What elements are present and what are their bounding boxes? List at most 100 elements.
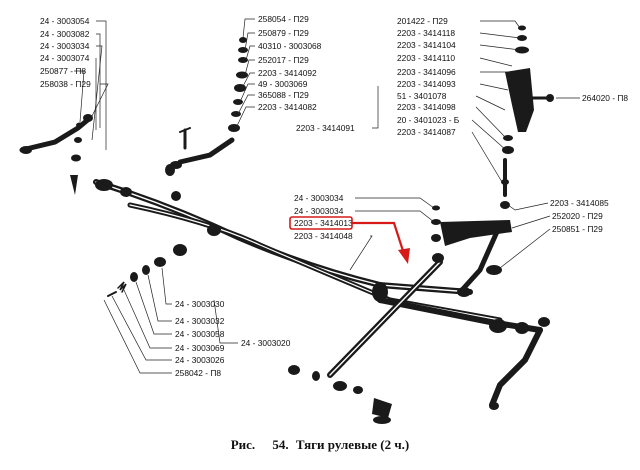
label-r4: 2203 - 3414110 bbox=[397, 53, 455, 63]
label-b5: 24 - 3003026 bbox=[175, 355, 225, 365]
stack-m-3 bbox=[238, 57, 248, 63]
diag-end-washer bbox=[312, 371, 320, 381]
label-r2: 2203 - 3414118 bbox=[397, 28, 455, 38]
steering-linkage-drawing bbox=[19, 25, 554, 424]
label-r1: 201422 - П29 bbox=[397, 16, 448, 26]
label-l1: 24 - 3003054 bbox=[40, 16, 90, 26]
label-rr1: 2203 - 3414085 bbox=[550, 198, 609, 208]
label-b4: 24 - 3003069 bbox=[175, 343, 225, 353]
stack-m-1 bbox=[239, 37, 247, 43]
stack-r-6 bbox=[501, 179, 509, 185]
label-b1: 24 - 3003030 bbox=[175, 299, 225, 309]
ll-spring bbox=[117, 281, 127, 293]
center-washer-a bbox=[432, 205, 440, 211]
right-lower-arm bbox=[489, 327, 543, 408]
stack-m-5 bbox=[234, 84, 246, 92]
left-arm-end bbox=[83, 114, 93, 122]
label-r6: 2203 - 3414093 bbox=[397, 79, 456, 89]
label-bolt: 264020 - П8 bbox=[582, 93, 628, 103]
ll-part-c bbox=[130, 272, 138, 282]
label-m1: 258054 - П29 bbox=[258, 14, 309, 24]
left-upper-joint bbox=[20, 146, 32, 154]
label-b6: 258042 - П8 bbox=[175, 368, 221, 378]
crank-joint-2 bbox=[457, 287, 471, 297]
knuckle-bolt-head bbox=[546, 94, 554, 102]
diag-end-ball-2 bbox=[353, 386, 363, 394]
highlight-arrow-head bbox=[398, 248, 410, 264]
left-nut bbox=[71, 154, 81, 162]
label-rr2: 252020 - П29 bbox=[552, 211, 603, 221]
label-l3: 24 - 3003034 bbox=[40, 41, 90, 51]
left-washer-a bbox=[76, 122, 84, 128]
center-ball bbox=[432, 253, 444, 263]
diag-end-ball bbox=[333, 381, 347, 391]
leader-lines bbox=[74, 18, 580, 374]
caption-number: 54. bbox=[272, 437, 288, 452]
diag-end-nut bbox=[288, 365, 300, 375]
label-b2: 24 - 3003032 bbox=[175, 316, 225, 326]
stack-r-4 bbox=[503, 135, 513, 141]
center-nut bbox=[431, 234, 441, 242]
part-labels: 24 - 3003054 24 - 3003082 24 - 3003034 2… bbox=[40, 14, 628, 378]
label-m2: 250879 - П29 bbox=[258, 28, 309, 38]
ll-cotter bbox=[107, 291, 117, 297]
caption-prefix: Рис. bbox=[231, 437, 255, 452]
stack-m-2 bbox=[238, 47, 248, 53]
right-lower-joint-b bbox=[515, 322, 529, 334]
label-r3: 2203 - 3414104 bbox=[397, 40, 456, 50]
stack-m-6 bbox=[233, 99, 243, 105]
left-upper-arm bbox=[19, 115, 93, 153]
label-m5: 2203 - 3414092 bbox=[258, 68, 317, 78]
label-r10: 2203 - 3414087 bbox=[397, 127, 456, 137]
figure-caption: Рис. 54. Тяги рулевые (2 ч.) bbox=[231, 437, 410, 452]
stack-m-8 bbox=[228, 124, 240, 132]
center-clamp bbox=[372, 282, 388, 302]
drag-rod bbox=[93, 179, 473, 295]
lower-ball-stud bbox=[372, 398, 392, 418]
crank-joint bbox=[486, 265, 502, 275]
middle-upper-arm bbox=[177, 137, 235, 165]
highlight-arrow-line bbox=[352, 221, 406, 255]
label-b7: 24 - 3003020 bbox=[241, 338, 291, 348]
stack-r-1 bbox=[518, 25, 526, 31]
stack-r-7 bbox=[500, 201, 510, 209]
link-joint-b bbox=[171, 191, 181, 201]
steering-knuckle-arm bbox=[505, 68, 534, 132]
label-c1: 24 - 3003034 bbox=[294, 193, 344, 203]
label-l6: 258038 - П29 bbox=[40, 79, 91, 89]
stack-r-5 bbox=[502, 146, 514, 154]
label-r5: 2203 - 3414096 bbox=[397, 67, 456, 77]
right-lower-joint-c bbox=[538, 317, 550, 327]
lower-ball-stud-base bbox=[373, 416, 391, 424]
stack-r-3 bbox=[515, 46, 529, 54]
right-crank-arm bbox=[459, 222, 503, 293]
label-m8: 2203 - 3414082 bbox=[258, 102, 317, 112]
highlight-annotation bbox=[289, 216, 410, 264]
right-bell-crank bbox=[440, 220, 512, 246]
label-l5: 250877 - П8 bbox=[40, 66, 86, 76]
label-b3: 24 - 3003058 bbox=[175, 329, 225, 339]
right-lower-joint-a bbox=[489, 319, 507, 333]
label-c2: 24 - 3003034 bbox=[294, 206, 344, 216]
label-m6: 49 - 3003069 bbox=[258, 79, 308, 89]
left-ball-joint bbox=[95, 179, 113, 191]
stack-r-2 bbox=[517, 35, 527, 41]
label-c3: 2203 - 3414013 bbox=[294, 218, 353, 228]
ll-part-b bbox=[142, 265, 150, 275]
link-joint-c bbox=[207, 224, 221, 236]
ll-part-a bbox=[154, 257, 166, 267]
diagonal-rod-highlight bbox=[329, 261, 441, 376]
stack-m-4 bbox=[236, 71, 248, 79]
label-r8: 2203 - 3414098 bbox=[397, 102, 456, 112]
middle-arm-top bbox=[179, 127, 191, 133]
label-r7: 51 - 3401078 bbox=[397, 91, 447, 101]
label-rr3: 250851 - П29 bbox=[552, 224, 603, 234]
left-washer-b bbox=[74, 137, 82, 143]
tie-rod-highlight bbox=[129, 204, 501, 321]
center-washer-b bbox=[431, 219, 441, 225]
link-joint-d bbox=[173, 244, 187, 256]
label-m7: 365088 - П29 bbox=[258, 90, 309, 100]
label-m4: 252017 - П29 bbox=[258, 55, 309, 65]
label-m3: 40310 - 3003068 bbox=[258, 41, 322, 51]
